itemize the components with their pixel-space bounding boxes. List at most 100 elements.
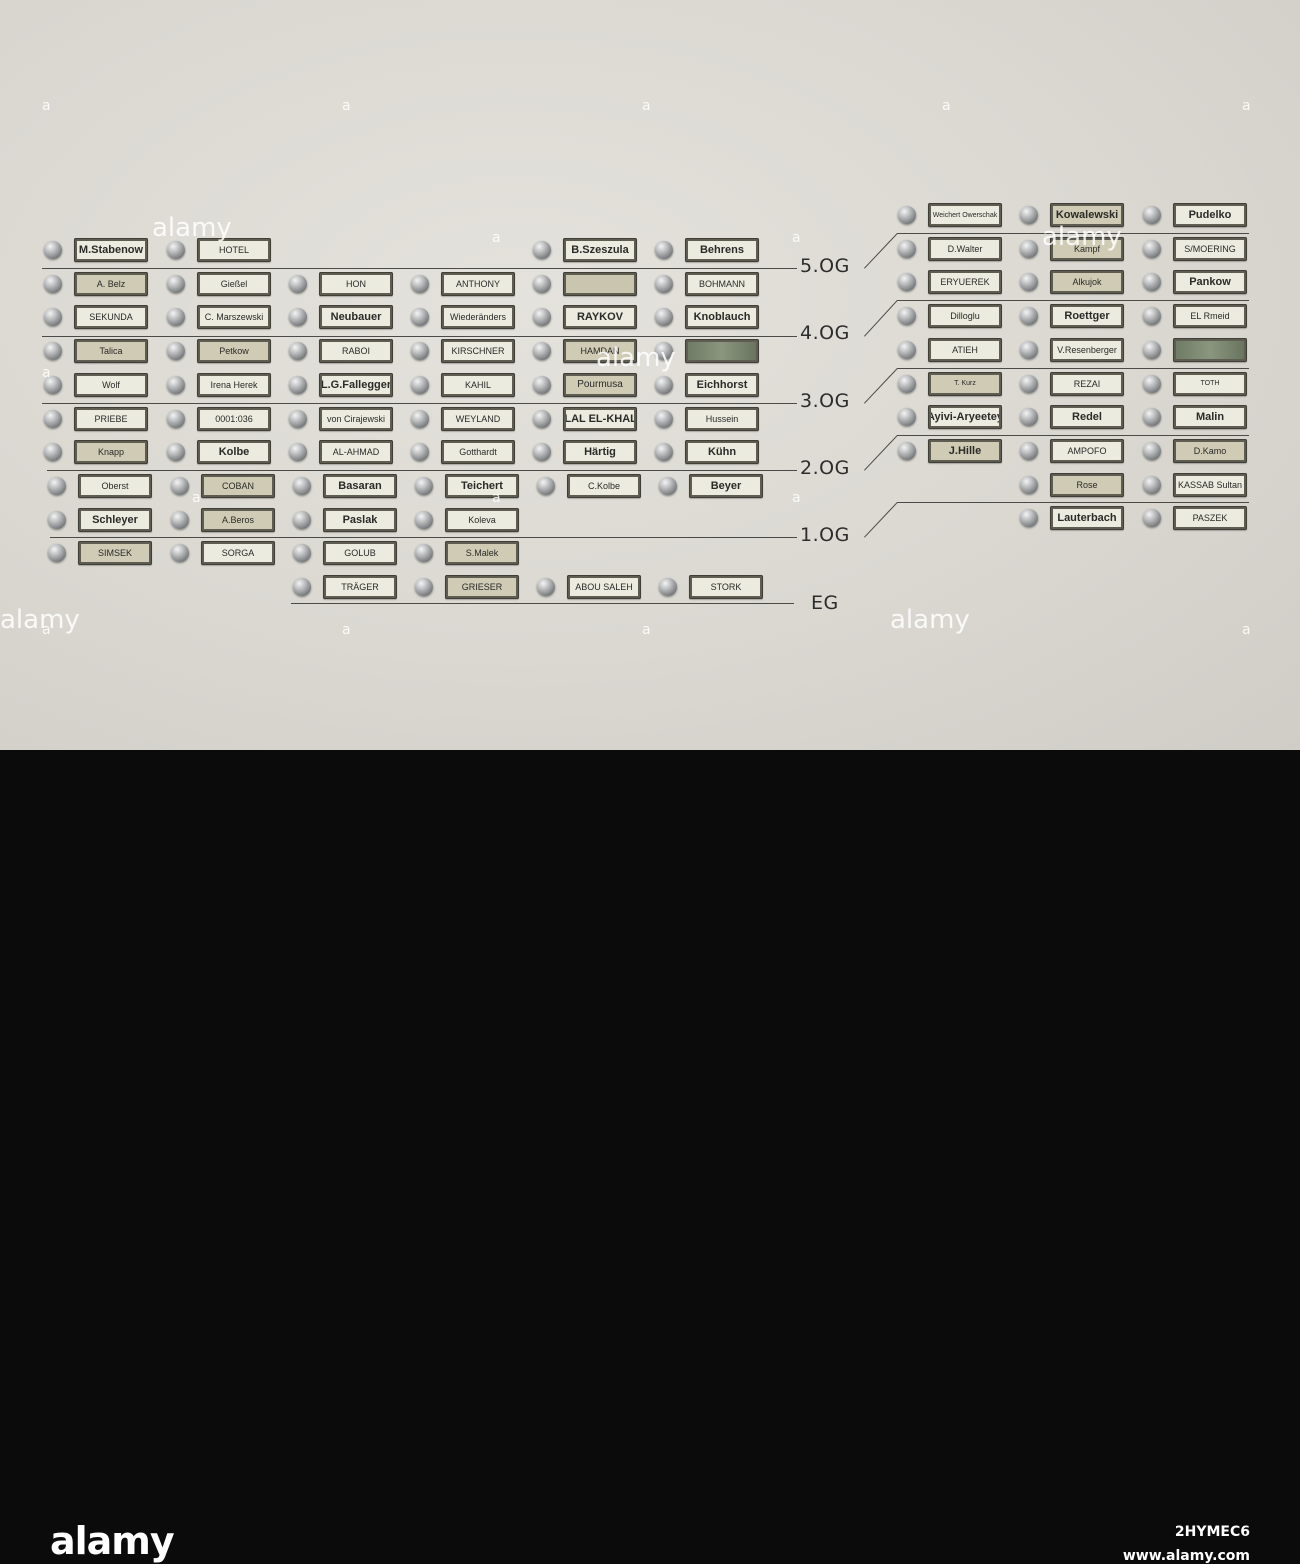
bell-button[interactable] — [411, 342, 429, 361]
nameplate-label: S/MOERING — [1176, 239, 1244, 258]
bell-button[interactable] — [167, 409, 185, 428]
bell-button[interactable] — [655, 274, 673, 293]
bell-button[interactable] — [533, 443, 551, 462]
bell-button[interactable] — [1143, 239, 1161, 258]
bell-button[interactable] — [655, 409, 673, 428]
bell-button[interactable] — [293, 476, 311, 495]
bell-button[interactable] — [659, 578, 677, 596]
nameplate: KASSAB Sultan — [1173, 472, 1247, 497]
bell-button[interactable] — [289, 274, 307, 293]
bell-button[interactable] — [411, 308, 429, 327]
bell-button[interactable] — [1020, 239, 1038, 258]
bell-button[interactable] — [44, 342, 62, 361]
bell-button[interactable] — [1143, 509, 1161, 528]
bell-button[interactable] — [655, 241, 673, 259]
bell-button[interactable] — [1020, 273, 1038, 292]
bell-button[interactable] — [898, 206, 916, 224]
bell-button[interactable] — [898, 441, 916, 460]
bell-button[interactable] — [898, 239, 916, 258]
watermark-mark: a — [192, 490, 201, 506]
bell-button[interactable] — [293, 544, 311, 563]
bell-button[interactable] — [289, 443, 307, 462]
bell-button[interactable] — [48, 476, 66, 495]
bell-button[interactable] — [533, 241, 551, 259]
bell-button[interactable] — [533, 308, 551, 327]
bell-button[interactable] — [655, 342, 673, 361]
bell-button[interactable] — [533, 342, 551, 361]
bell-button[interactable] — [533, 375, 551, 394]
bell-button[interactable] — [659, 476, 677, 495]
bell-button[interactable] — [44, 409, 62, 428]
bell-button[interactable] — [537, 578, 555, 596]
nameplate: Knoblauch — [685, 305, 759, 330]
bell-button[interactable] — [1143, 441, 1161, 460]
bell-button[interactable] — [44, 241, 62, 259]
bell-button[interactable] — [1020, 441, 1038, 460]
bell-button[interactable] — [415, 544, 433, 563]
bell-button[interactable] — [1143, 408, 1161, 427]
bell-button[interactable] — [411, 375, 429, 394]
bell-button[interactable] — [44, 375, 62, 394]
bell-button[interactable] — [415, 578, 433, 596]
bell-button[interactable] — [44, 443, 62, 462]
bell-button[interactable] — [1020, 509, 1038, 528]
bell-button[interactable] — [44, 274, 62, 293]
nameplate-label: KIRSCHNER — [444, 342, 512, 361]
bell-button[interactable] — [289, 308, 307, 327]
bell-button[interactable] — [167, 375, 185, 394]
bell-button[interactable] — [655, 375, 673, 394]
bell-button[interactable] — [898, 273, 916, 292]
bell-button[interactable] — [293, 510, 311, 529]
bell-button[interactable] — [415, 476, 433, 495]
bell-button[interactable] — [167, 443, 185, 462]
bell-button[interactable] — [289, 342, 307, 361]
bell-button[interactable] — [537, 476, 555, 495]
bell-button[interactable] — [48, 510, 66, 529]
nameplate: Gotthardt — [441, 440, 515, 465]
bell-button[interactable] — [167, 308, 185, 327]
bell-button[interactable] — [1143, 374, 1161, 393]
bell-button[interactable] — [171, 476, 189, 495]
bell-button[interactable] — [289, 409, 307, 428]
bell-button[interactable] — [898, 340, 916, 359]
bell-button[interactable] — [1020, 206, 1038, 224]
bell-button[interactable] — [48, 544, 66, 563]
bell-button[interactable] — [1020, 340, 1038, 359]
bell-button[interactable] — [1143, 307, 1161, 326]
bell-button[interactable] — [289, 375, 307, 394]
bell-button[interactable] — [411, 274, 429, 293]
bell-button[interactable] — [167, 342, 185, 361]
bell-button[interactable] — [898, 374, 916, 393]
bell-button[interactable] — [1143, 273, 1161, 292]
bell-button[interactable] — [1020, 374, 1038, 393]
bell-button[interactable] — [167, 241, 185, 259]
floor-rule — [897, 435, 1249, 436]
bell-button[interactable] — [171, 544, 189, 563]
bell-button[interactable] — [655, 443, 673, 462]
floor-rule — [897, 300, 1249, 301]
nameplate: Kühn — [685, 440, 759, 465]
bell-button[interactable] — [44, 308, 62, 327]
bell-button[interactable] — [898, 408, 916, 427]
bell-button[interactable] — [1020, 307, 1038, 326]
bell-button[interactable] — [1143, 340, 1161, 359]
nameplate: C.Kolbe — [567, 473, 641, 498]
bell-button[interactable] — [167, 274, 185, 293]
bell-button[interactable] — [411, 409, 429, 428]
bell-button[interactable] — [1020, 408, 1038, 427]
bell-button[interactable] — [171, 510, 189, 529]
bell-button[interactable] — [533, 274, 551, 293]
bell-button[interactable] — [1020, 475, 1038, 494]
nameplate: Talica — [74, 339, 148, 364]
nameplate-label: KASSAB Sultan — [1176, 475, 1244, 494]
nameplate-label: C.Kolbe — [570, 476, 638, 495]
bell-button[interactable] — [1143, 475, 1161, 494]
bell-button[interactable] — [533, 409, 551, 428]
bell-button[interactable] — [655, 308, 673, 327]
bell-button[interactable] — [415, 510, 433, 529]
bell-button[interactable] — [411, 443, 429, 462]
nameplate-label: A. Belz — [77, 274, 145, 293]
bell-button[interactable] — [1143, 206, 1161, 224]
bell-button[interactable] — [293, 578, 311, 596]
bell-button[interactable] — [898, 307, 916, 326]
